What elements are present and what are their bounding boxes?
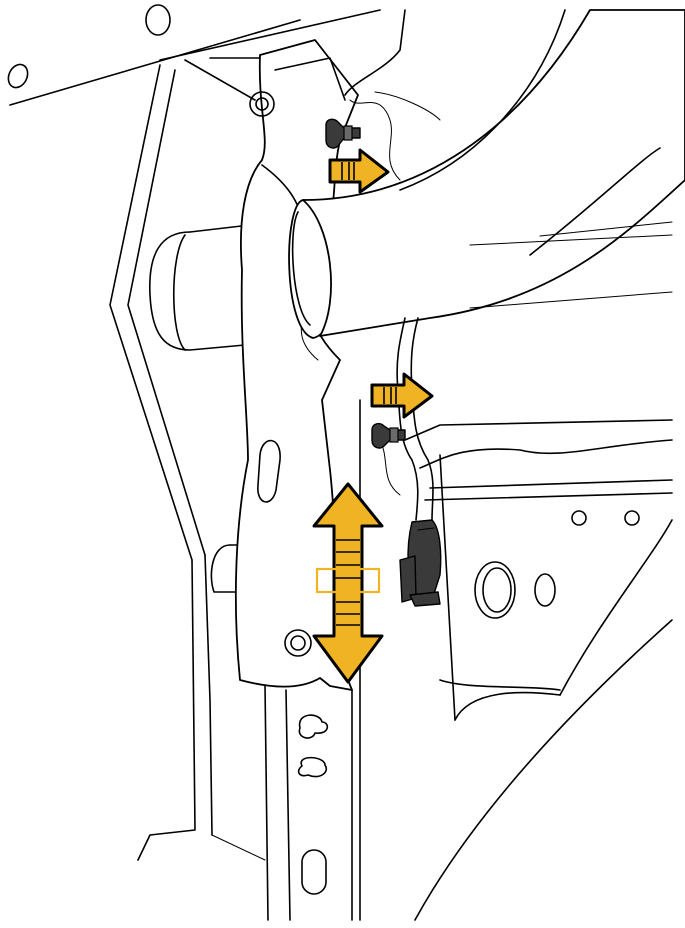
push-arrow-icon (328, 148, 390, 194)
cross-tube (149, 224, 251, 351)
push-arrow-icon (370, 372, 434, 419)
wire-connector-icon (399, 519, 442, 607)
clip-icon (371, 422, 406, 449)
rear-beam (302, 9, 685, 337)
upper-harness (344, 9, 441, 181)
upper-body-panel (7, 4, 381, 106)
clip-icon (325, 118, 361, 149)
wire-harness (396, 317, 434, 521)
floor-panel (379, 419, 673, 921)
locator-highlight-box (315, 567, 381, 594)
adjust-double-arrow-icon (312, 482, 384, 684)
